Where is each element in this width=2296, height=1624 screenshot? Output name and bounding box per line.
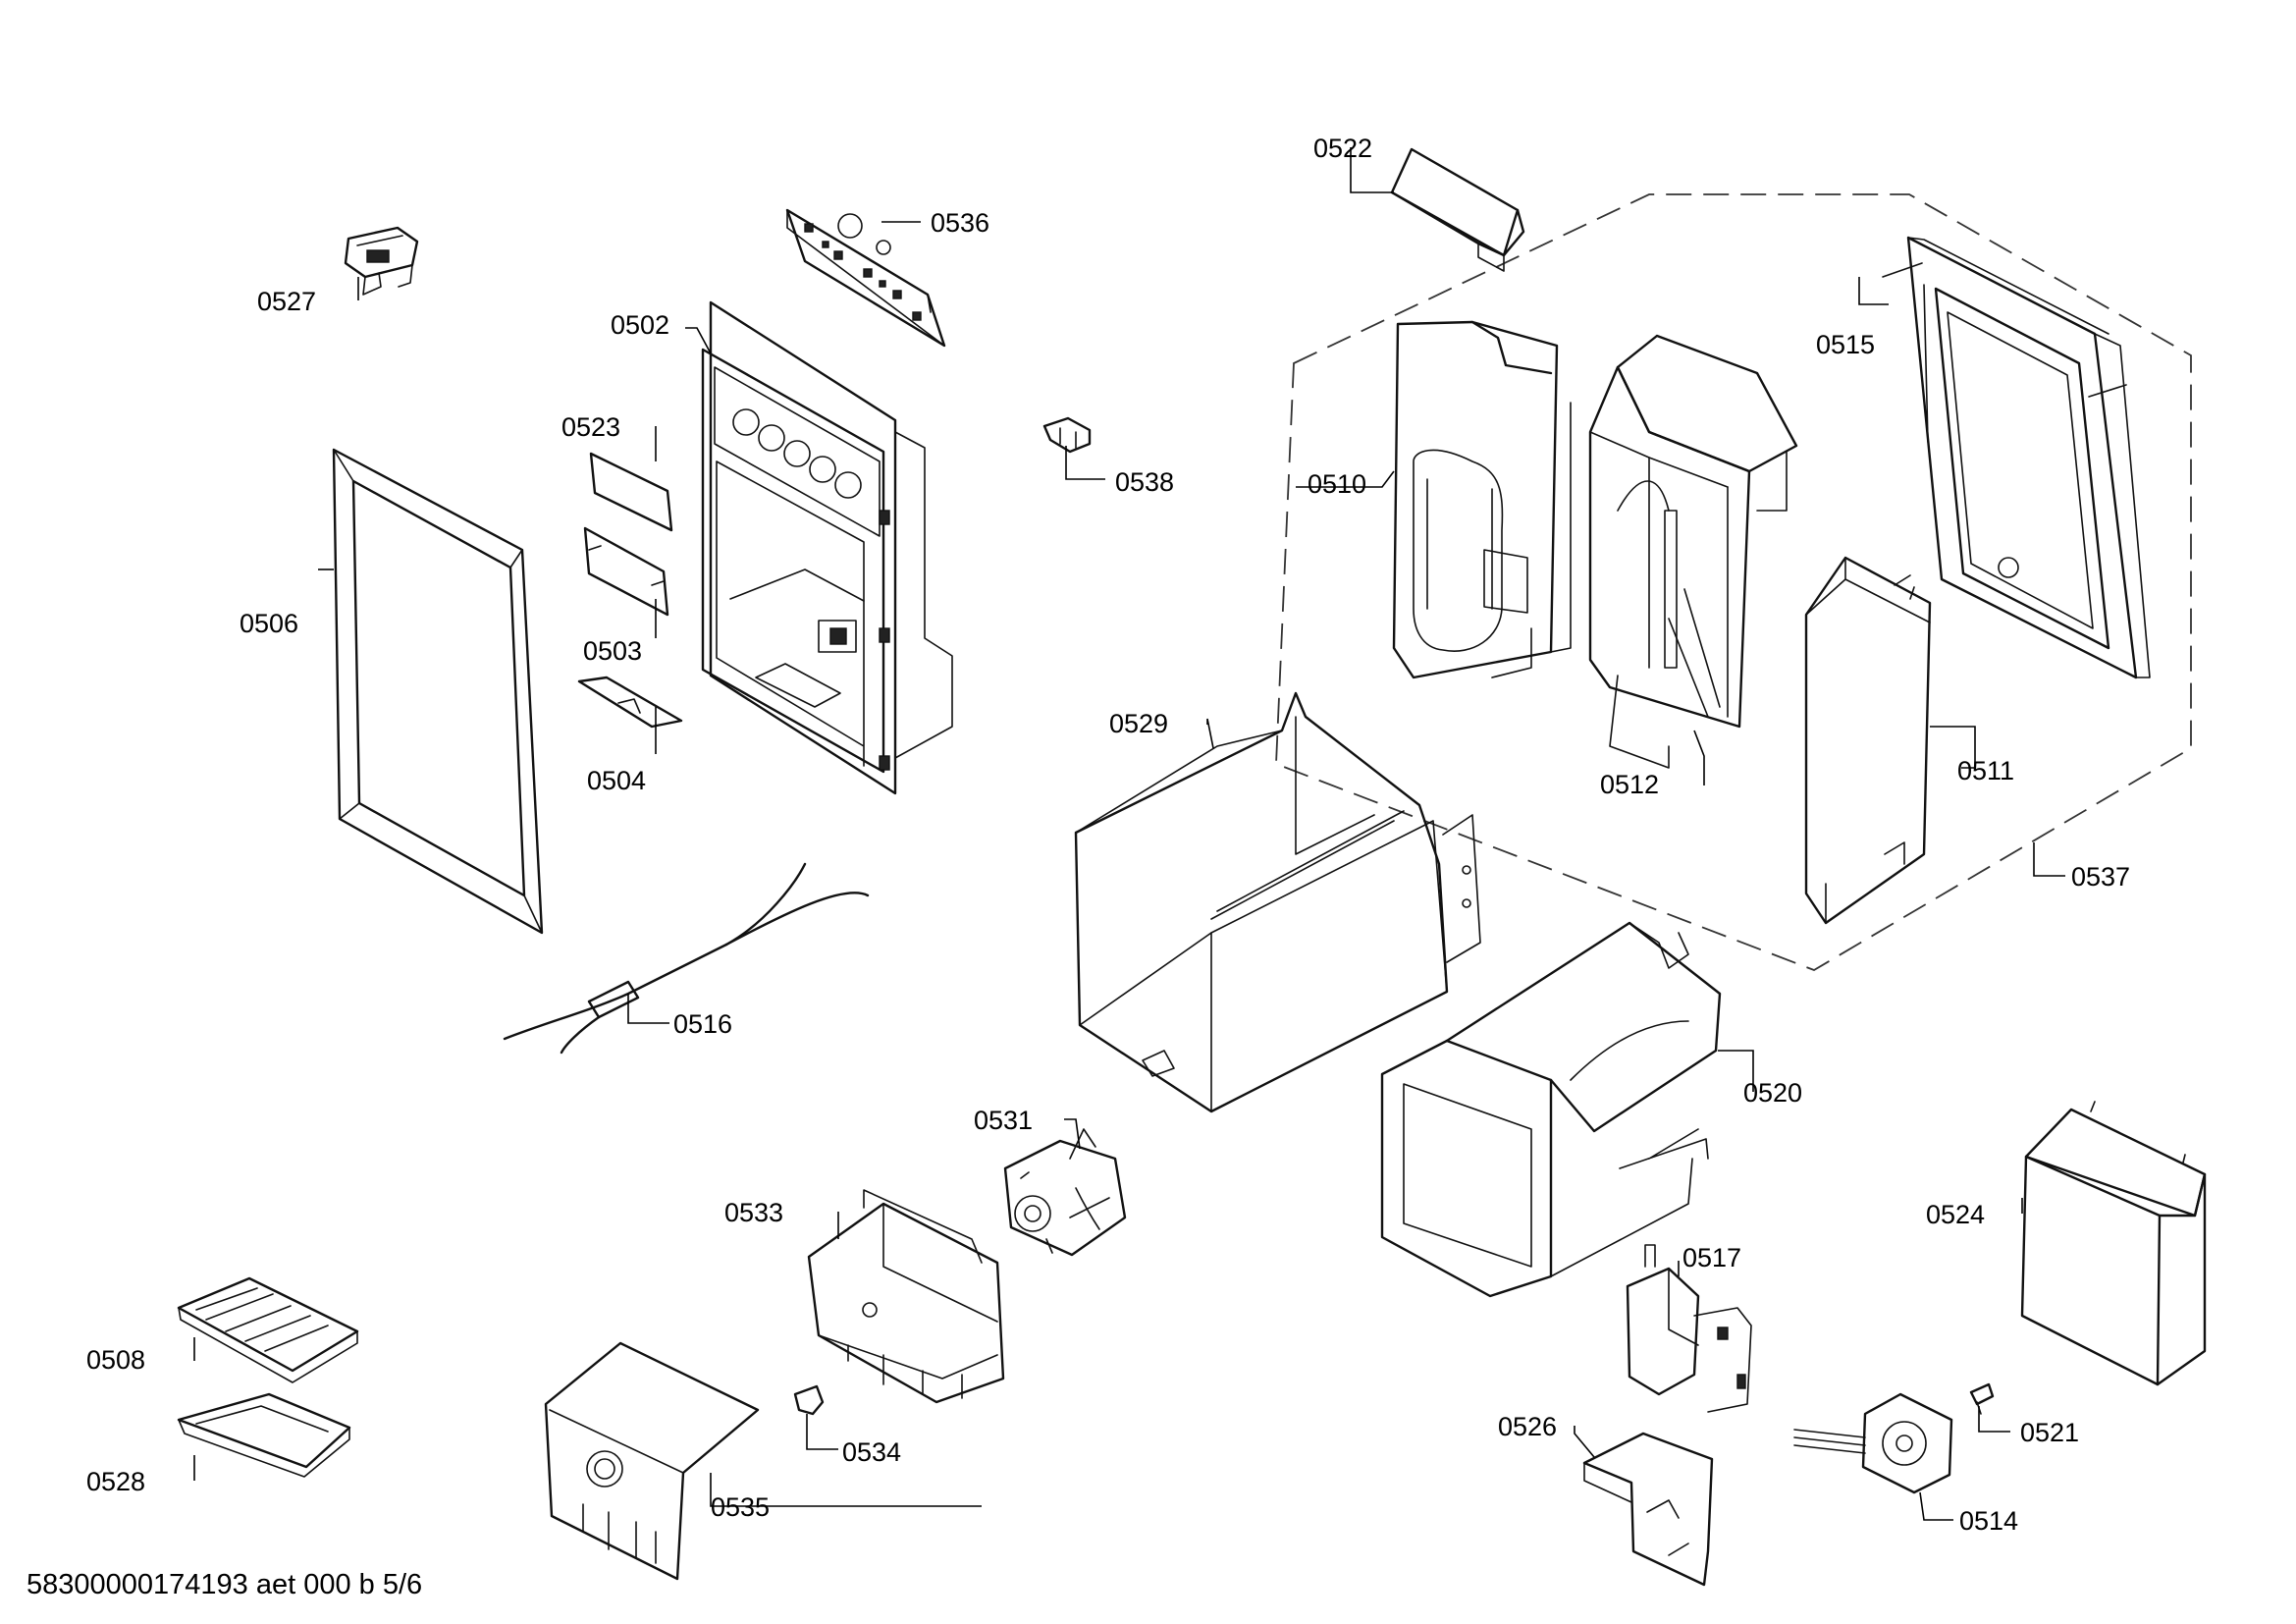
part-0533-housing (807, 1189, 1005, 1404)
part-0508-grate (177, 1276, 359, 1383)
part-0536-board (785, 208, 946, 348)
label-0514: 0514 (1959, 1506, 2018, 1536)
label-0504: 0504 (587, 766, 646, 795)
label-0537: 0537 (2071, 862, 2130, 892)
label-0508: 0508 (86, 1345, 145, 1375)
label-0538: 0538 (1115, 467, 1174, 497)
part-0511-side-panel (1804, 556, 1932, 925)
part-labels: 0527 0536 0502 0523 0503 0504 0506 0516 … (86, 134, 2130, 1536)
part-0520-ice-bucket (1380, 921, 1722, 1298)
part-0510-ice-container (1392, 320, 1572, 679)
leader-lines (193, 147, 2065, 1521)
label-0516: 0516 (673, 1009, 732, 1039)
label-0502: 0502 (611, 310, 669, 340)
label-0534: 0534 (842, 1437, 901, 1467)
label-0523: 0523 (561, 412, 620, 442)
part-0529-box-frame (1074, 691, 1481, 1113)
label-0503: 0503 (583, 636, 642, 666)
part-0524-cabinet-box (2020, 1101, 2207, 1386)
label-0522: 0522 (1313, 134, 1372, 163)
label-0517: 0517 (1682, 1243, 1741, 1272)
label-0533: 0533 (724, 1198, 783, 1227)
label-0510: 0510 (1308, 469, 1366, 499)
part-0535-cover (544, 1341, 760, 1581)
label-0529: 0529 (1109, 709, 1168, 738)
part-0522-cover (1390, 147, 1525, 272)
part-0534-clip (793, 1384, 825, 1416)
label-0528: 0528 (86, 1467, 145, 1496)
assembly-group-outline (1275, 193, 2192, 971)
label-0506: 0506 (240, 609, 298, 638)
part-0516-wire (503, 862, 870, 1055)
label-0521: 0521 (2020, 1418, 2079, 1447)
label-0520: 0520 (1743, 1078, 1802, 1108)
label-0526: 0526 (1498, 1412, 1557, 1441)
label-0512: 0512 (1600, 770, 1659, 799)
label-0524: 0524 (1926, 1200, 1985, 1229)
label-0511: 0511 (1957, 756, 2014, 785)
part-0527-clip (344, 226, 419, 296)
label-0535: 0535 (711, 1492, 770, 1522)
part-0504-cover (577, 676, 683, 729)
part-0531-motor (1003, 1128, 1127, 1257)
drawing-reference-footer: 58300000174193 aet 000 b 5/6 (27, 1569, 423, 1600)
label-0527: 0527 (257, 287, 316, 316)
label-0515: 0515 (1816, 330, 1875, 359)
part-0526-bracket (1582, 1432, 1714, 1587)
part-0512-ice-maker (1588, 334, 1798, 769)
part-0515-door-panel (1882, 236, 2151, 679)
part-0506-frame (332, 448, 544, 935)
part-0538-clip (1042, 416, 1092, 454)
part-0523-plate (589, 452, 673, 532)
part-0521-screw (1969, 1382, 1995, 1415)
label-0536: 0536 (931, 208, 989, 238)
part-0528-tray (177, 1392, 351, 1478)
part-0503-plate (583, 526, 669, 617)
part-0514-fan (1793, 1392, 1953, 1494)
part-0517-valve (1626, 1244, 1752, 1413)
label-0531: 0531 (974, 1106, 1033, 1135)
part-0502-dispenser-housing (701, 300, 953, 795)
